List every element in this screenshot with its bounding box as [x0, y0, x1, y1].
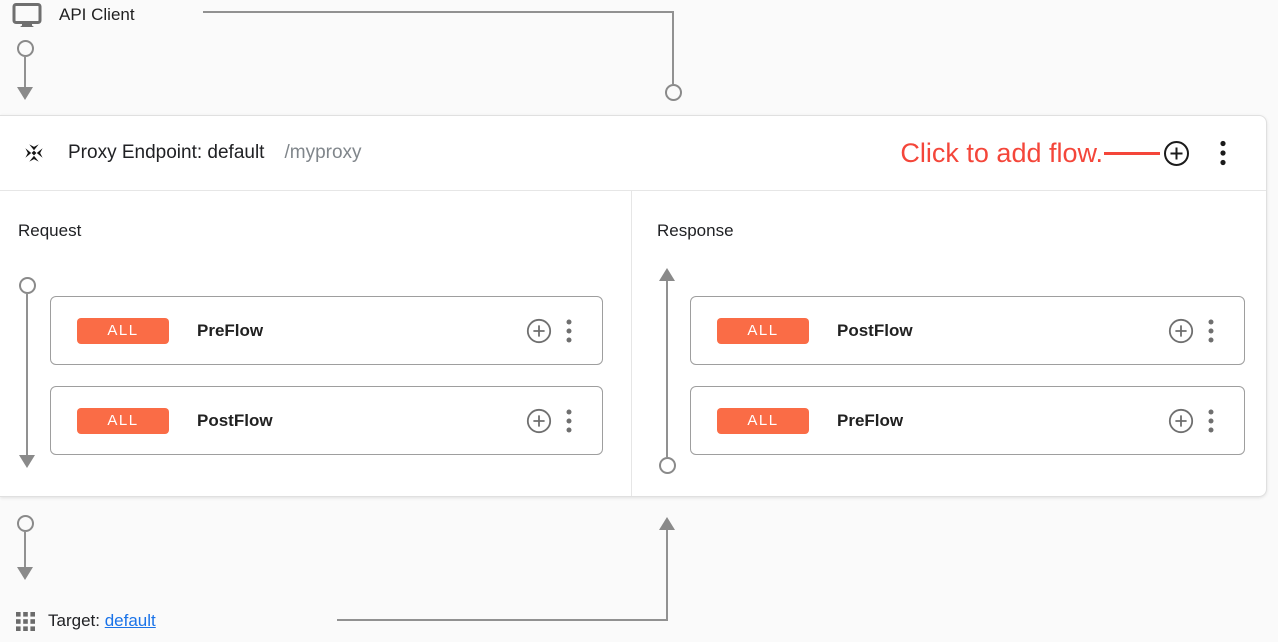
flow-menu-button[interactable] — [1208, 318, 1214, 344]
annotation-text: Click to add flow. — [900, 137, 1103, 168]
add-policy-button[interactable] — [1168, 318, 1194, 344]
kebab-menu-icon — [1208, 409, 1214, 432]
api-client-monitor-icon — [11, 2, 43, 34]
condition-badge: ALL — [717, 407, 809, 434]
response-return-line-horizontal — [203, 11, 674, 13]
condition-badge: ALL — [717, 317, 809, 344]
add-flow-button[interactable] — [1163, 140, 1190, 167]
target-return-line-horizontal — [337, 619, 668, 621]
api-client-label: API Client — [59, 5, 135, 24]
condition-badge: ALL — [77, 407, 169, 434]
plus-circle-icon — [526, 408, 552, 433]
plus-circle-icon — [1164, 140, 1189, 166]
add-flow-annotation: Click to add flow. — [900, 138, 1226, 169]
flow-card-response-preflow[interactable]: ALL PreFlow — [690, 386, 1245, 455]
flow-name: PostFlow — [197, 410, 273, 430]
request-rail-line — [26, 293, 28, 455]
target-flow-line — [24, 531, 26, 567]
flow-menu-button[interactable] — [566, 408, 572, 434]
client-flow-start-node — [17, 40, 34, 57]
add-policy-button[interactable] — [526, 318, 552, 344]
flow-menu-button[interactable] — [1208, 408, 1214, 434]
plus-circle-icon — [1168, 318, 1194, 343]
response-rail-arrow-icon — [659, 268, 675, 281]
flow-card-request-preflow[interactable]: ALL PreFlow — [50, 296, 603, 365]
kebab-menu-icon — [1220, 140, 1226, 166]
proxy-endpoint-panel: Proxy Endpoint: default /myproxy Click t… — [0, 115, 1267, 497]
flow-name: PreFlow — [197, 320, 264, 340]
target-row: Target: default — [48, 611, 156, 631]
response-column-label: Response — [657, 221, 734, 240]
target-label: Target: — [48, 611, 100, 630]
flow-name: PostFlow — [837, 320, 913, 340]
target-default-link[interactable]: default — [104, 611, 156, 630]
kebab-menu-icon — [566, 319, 572, 342]
request-column-label: Request — [18, 221, 82, 240]
annotation-pointer-line — [1104, 151, 1160, 155]
plus-circle-icon — [1168, 408, 1194, 433]
target-return-line-vertical — [666, 530, 668, 621]
response-return-line-vertical — [672, 11, 674, 84]
target-return-arrow-icon — [659, 517, 675, 530]
condition-badge: ALL — [77, 317, 169, 344]
target-grid-icon — [16, 612, 35, 636]
response-return-end-node — [665, 84, 682, 101]
plus-circle-icon — [526, 318, 552, 343]
request-rail-arrow-icon — [19, 455, 35, 468]
target-flow-start-node — [17, 515, 34, 532]
proxy-endpoint-header: Proxy Endpoint: default /myproxy Click t… — [0, 116, 1266, 191]
flow-menu-button[interactable] — [566, 318, 572, 344]
flow-name: PreFlow — [837, 410, 904, 430]
target-flow-arrow-icon — [17, 567, 33, 580]
flow-card-request-postflow[interactable]: ALL PostFlow — [50, 386, 603, 455]
client-flow-arrow-icon — [17, 87, 33, 100]
add-policy-button[interactable] — [1168, 408, 1194, 434]
request-rail-start-node — [19, 277, 36, 294]
proxy-basepath: /myproxy — [284, 142, 362, 163]
kebab-menu-icon — [566, 409, 572, 432]
response-rail-line — [666, 281, 668, 457]
response-rail-end-node — [659, 457, 676, 474]
flow-card-response-postflow[interactable]: ALL PostFlow — [690, 296, 1245, 365]
add-policy-button[interactable] — [526, 408, 552, 434]
proxy-endpoint-icon — [22, 141, 46, 165]
proxy-endpoint-body: Request ALL PreFlow — [0, 191, 1266, 496]
kebab-menu-icon — [1208, 319, 1214, 342]
request-response-divider — [631, 191, 632, 496]
endpoint-menu-button[interactable] — [1220, 140, 1226, 166]
proxy-endpoint-title: Proxy Endpoint: default — [68, 142, 265, 163]
client-flow-line — [24, 56, 26, 87]
